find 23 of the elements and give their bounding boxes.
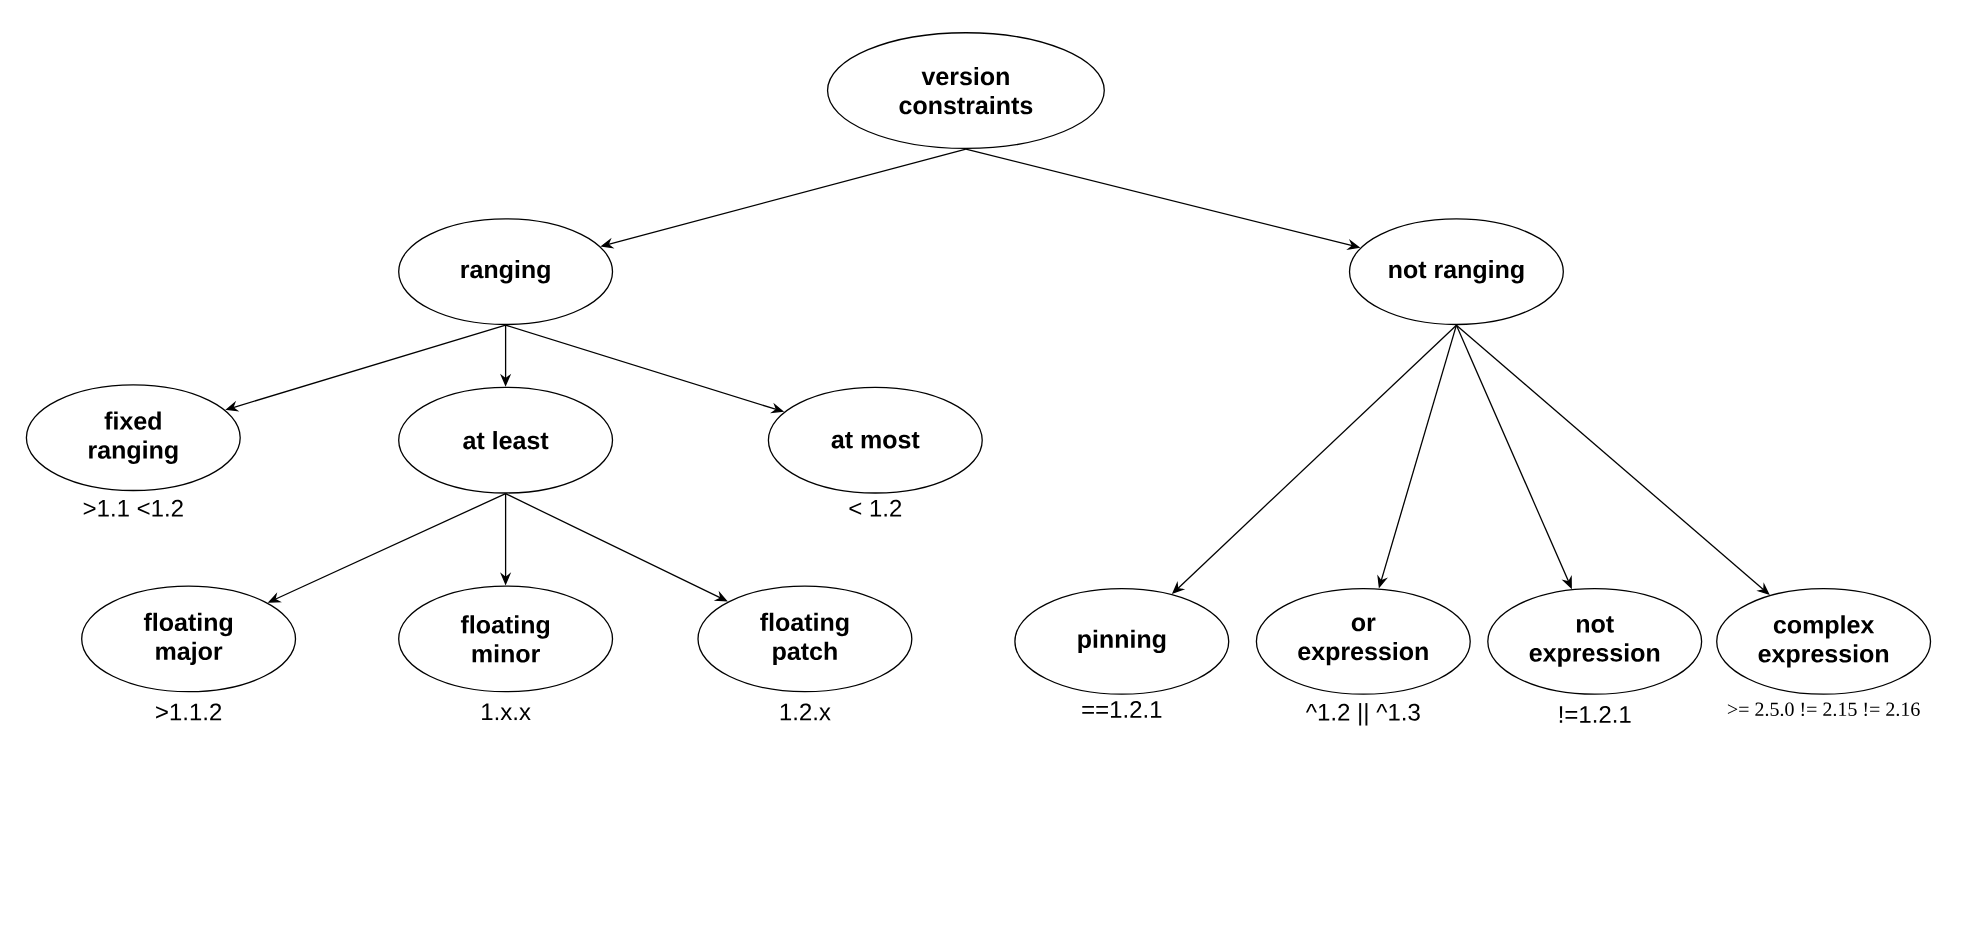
ellipse-node: at least (398, 386, 614, 494)
ellipse-node: ranging (398, 218, 614, 326)
ellipse-node: floating minor (398, 585, 614, 693)
ellipse-node: version constraints (826, 32, 1105, 150)
node-caption: ==1.2.1 (1082, 700, 1162, 718)
node-caption: 1.x.x (482, 703, 531, 721)
node-caption: < 1.2 (849, 499, 902, 517)
node-caption: >1.1 <1.2 (83, 499, 183, 517)
ellipse-node: floating patch (697, 585, 913, 693)
ellipse-node: at most (767, 386, 983, 494)
ellipse-node: pinning (1014, 587, 1230, 695)
node-caption: >= 2.5.0 != 2.15 != 2.16 (1727, 702, 1920, 717)
ellipse-node: floating major (81, 585, 297, 693)
ellipse-node: complex expression (1716, 587, 1932, 695)
node-caption: !=1.2.1 (1559, 705, 1631, 723)
node-caption: >1.1.2 (156, 703, 222, 721)
ellipse-node: not ranging (1348, 218, 1564, 326)
ellipse-node: not expression (1487, 587, 1703, 695)
node-caption: 1.2.x (780, 703, 831, 721)
arrow (504, 493, 728, 602)
node-caption: ^1.2 || ^1.3 (1305, 703, 1420, 726)
ellipse-node: or expression (1255, 587, 1471, 695)
ellipse-node: fixed ranging (25, 384, 241, 492)
